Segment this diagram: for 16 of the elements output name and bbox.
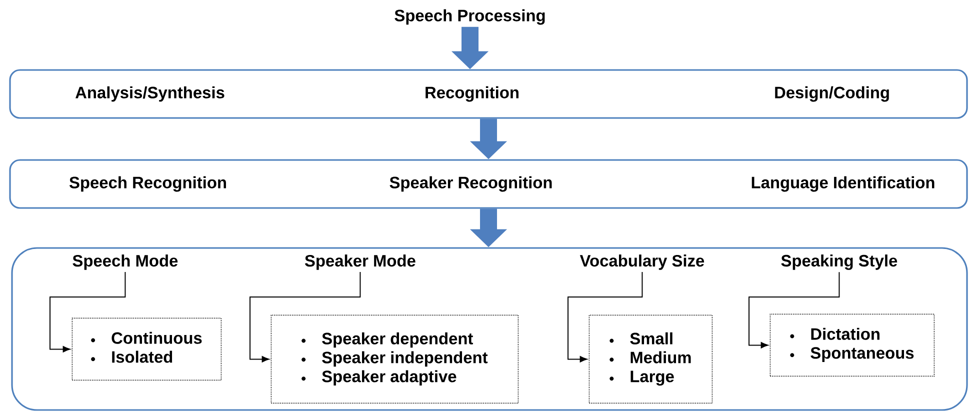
category-heading: Speech Mode [72,254,178,270]
bullet-list-box: Speaker dependent Speaker independent Speaker adaptive [270,314,519,404]
band: Speech Recognition Speaker Recognition Language Identification [9,159,968,209]
category-heading: Vocabulary Size [580,254,704,270]
bullet-list-box: Dictation Spontaneous [770,314,935,377]
band: Analysis/Synthesis Recognition Design/Coding [9,69,968,119]
elbow-arrow [568,272,643,362]
elbow-arrow [748,272,840,348]
bullet-list-box: Small Medium Large [588,314,713,404]
elbow-arrow [250,272,361,362]
category-heading: Speaking Style [781,254,898,270]
category-heading: Speaker Mode [304,254,416,270]
elbow-arrow [50,272,126,352]
panel [11,247,968,411]
title: Speech Processing [394,9,545,25]
bullet-list-box: Continuous Isolated [72,318,222,381]
